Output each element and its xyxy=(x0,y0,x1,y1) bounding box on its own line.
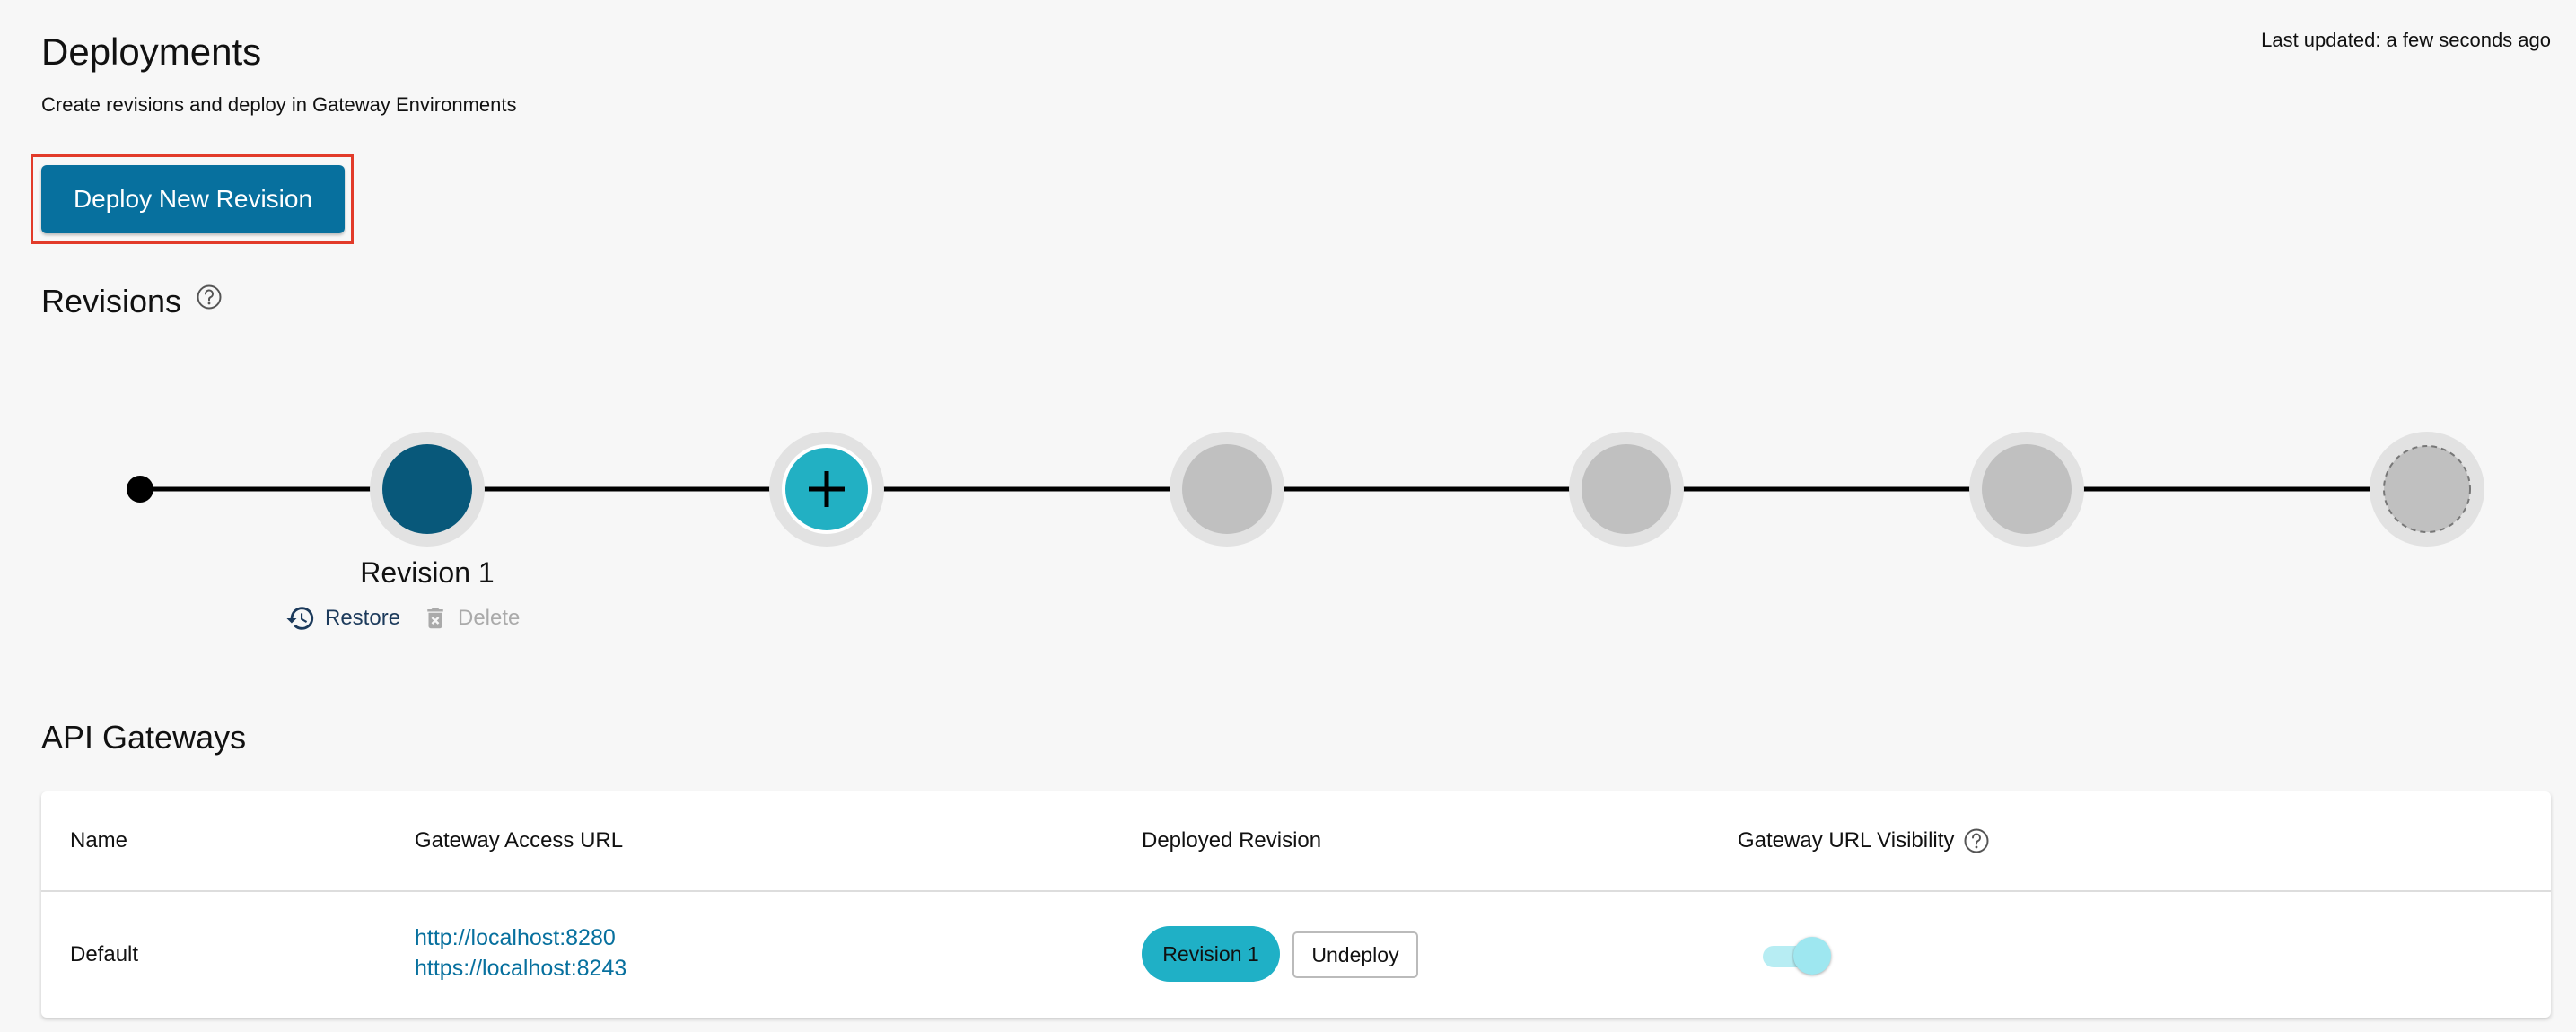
deploy-new-revision-button[interactable]: Deploy New Revision xyxy=(41,165,345,233)
help-circle-icon[interactable] xyxy=(196,284,223,310)
delete-revision-button: Delete xyxy=(422,603,520,634)
timeline-node-empty xyxy=(1569,432,1684,547)
help-circle-icon[interactable] xyxy=(1963,827,1990,854)
deploy-button-highlight xyxy=(31,154,354,244)
restore-revision-button[interactable]: Restore xyxy=(285,603,400,634)
toggle-knob xyxy=(1793,937,1831,975)
column-header-visibility: Gateway URL Visibility xyxy=(1738,827,1990,854)
plus-icon xyxy=(809,471,845,507)
column-header-name: Name xyxy=(70,828,128,853)
api-gateways-heading: API Gateways xyxy=(41,719,247,756)
revisions-heading: Revisions xyxy=(41,283,182,319)
add-revision-node[interactable] xyxy=(769,432,884,547)
gateways-table: Name Gateway Access URL Deployed Revisio… xyxy=(41,791,2551,1018)
timeline-node-empty-dashed xyxy=(2370,432,2484,547)
http-url-link[interactable]: http://localhost:8280 xyxy=(415,925,616,950)
undeploy-button[interactable]: Undeploy xyxy=(1292,931,1418,978)
deployed-revision-chip[interactable]: Revision 1 xyxy=(1142,926,1280,982)
restore-label: Restore xyxy=(325,606,401,630)
timeline-node-revision-1[interactable] xyxy=(370,432,485,547)
revision-1-label: Revision 1 xyxy=(360,556,495,589)
timeline-node-empty xyxy=(1969,432,2084,547)
timeline-start-dot xyxy=(127,476,153,503)
page-subtitle: Create revisions and deploy in Gateway E… xyxy=(41,93,517,116)
trash-icon xyxy=(427,608,443,629)
https-url-link[interactable]: https://localhost:8243 xyxy=(415,956,627,981)
revision-timeline xyxy=(127,432,2484,547)
gateway-url-cell: http://localhost:8280 https://localhost:… xyxy=(415,923,626,984)
column-header-deployed-revision: Deployed Revision xyxy=(1142,828,1322,853)
history-icon xyxy=(286,607,314,630)
gateway-url-visibility-toggle[interactable] xyxy=(1757,935,1831,976)
page-title: Deployments xyxy=(41,31,262,73)
column-header-visibility-label: Gateway URL Visibility xyxy=(1738,828,1955,853)
last-updated-text: Last updated: a few seconds ago xyxy=(2261,29,2551,51)
column-header-access-url: Gateway Access URL xyxy=(415,828,624,853)
gateway-name-cell: Default xyxy=(70,942,139,966)
timeline-node-empty xyxy=(1170,432,1284,547)
table-divider xyxy=(41,890,2551,892)
delete-label: Delete xyxy=(458,606,521,630)
